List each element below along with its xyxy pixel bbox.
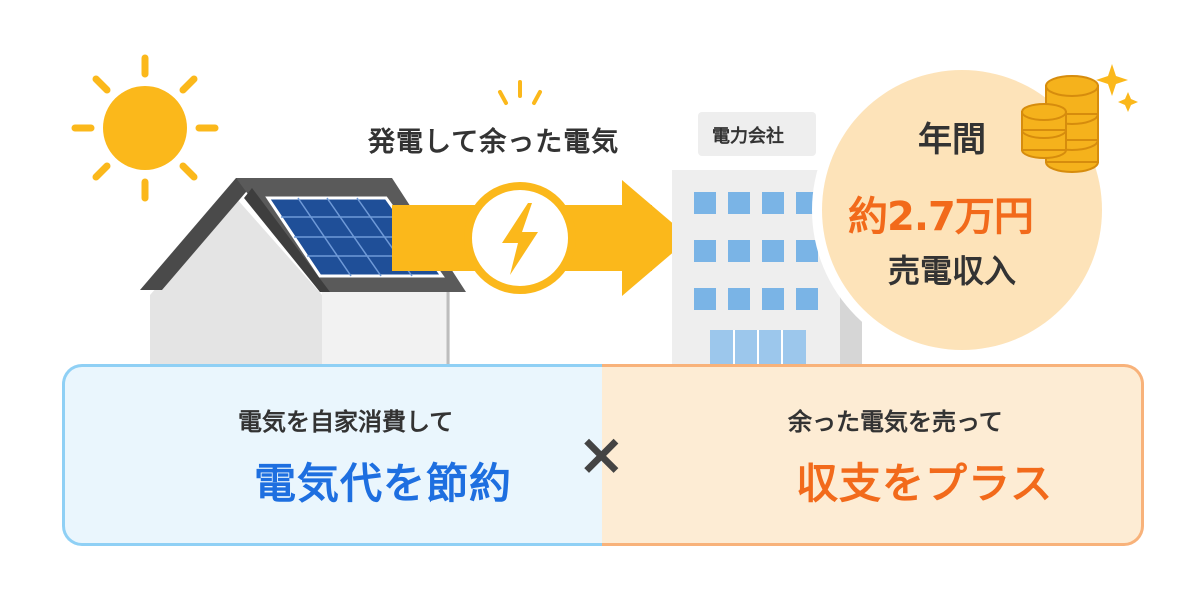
spark-rays	[498, 80, 542, 105]
power-company-sign: 電力会社	[712, 126, 784, 147]
income-period: 年間	[918, 120, 986, 160]
benefit-panel-save	[62, 364, 604, 546]
coin-stack-icon	[1021, 75, 1099, 173]
earn-headline: 収支をプラス	[796, 459, 1054, 508]
multiply-icon: ×	[577, 420, 626, 488]
lightning-icon	[502, 203, 538, 275]
benefit-panel-earn	[602, 364, 1144, 546]
save-headline: 電気代を節約	[254, 459, 513, 508]
power-flow-arrow	[392, 180, 690, 296]
income-type: 売電収入	[888, 252, 1017, 290]
income-amount: 約2.7万円	[848, 194, 1034, 240]
surplus-power-label: 発電して余った電気	[368, 127, 620, 158]
save-subtitle: 電気を自家消費して	[238, 408, 454, 436]
earn-subtitle: 余った電気を売って	[788, 408, 1003, 436]
sun-icon	[71, 54, 219, 202]
sparkle-icon	[1096, 64, 1138, 112]
